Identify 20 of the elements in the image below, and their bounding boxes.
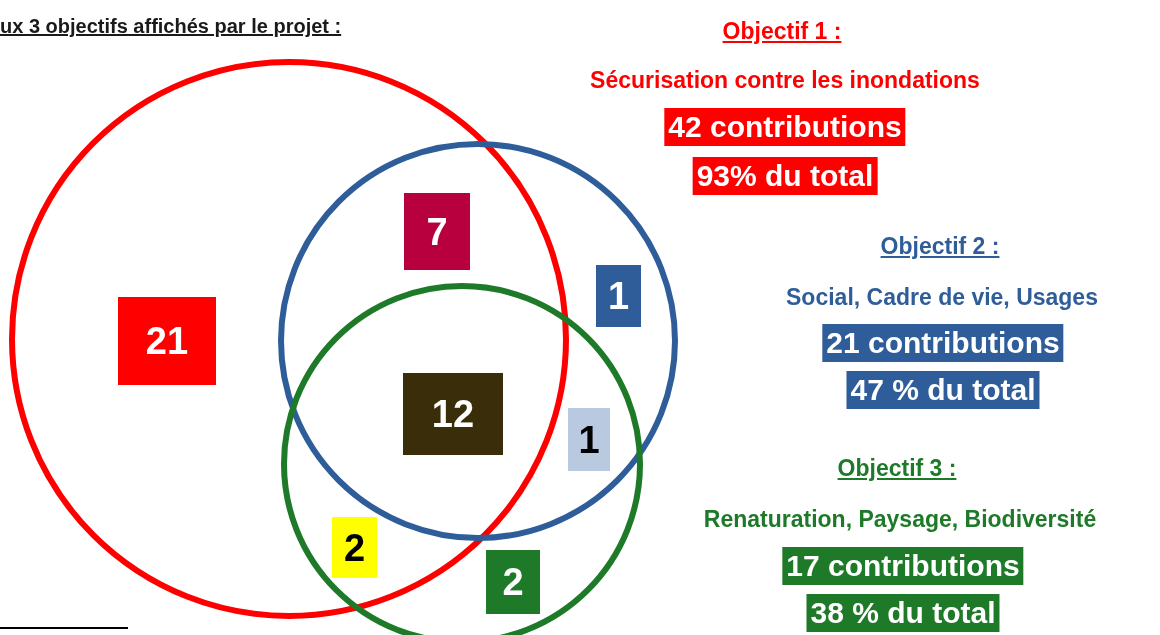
stat-highlight: 47 % du total — [846, 371, 1040, 409]
stat-highlight: 17 contributions — [782, 547, 1024, 585]
objective-description: Sécurisation contre les inondations — [590, 66, 980, 95]
count-box: 2 — [332, 517, 377, 578]
objective-heading: Objectif 3 : — [837, 454, 957, 483]
stat-highlight: 93% du total — [692, 157, 878, 195]
stat-highlight: 42 contributions — [664, 108, 906, 146]
objective-heading: Objectif 2 : — [880, 232, 1000, 261]
count-box: 21 — [118, 297, 216, 385]
objective-heading: Objectif 1 : — [722, 17, 842, 46]
count-box: 2 — [486, 550, 540, 614]
title: ux 3 objectifs affichés par le projet : — [0, 14, 342, 39]
stat-highlight: 38 % du total — [806, 594, 1000, 632]
count-box: 1 — [596, 265, 641, 327]
stat-highlight: 21 contributions — [822, 324, 1064, 362]
objective-description: Renaturation, Paysage, Biodiversité — [703, 505, 1097, 534]
count-box: 7 — [404, 193, 470, 270]
count-box: 1 — [568, 408, 610, 471]
objective-description: Social, Cadre de vie, Usages — [786, 283, 1098, 312]
count-box: 12 — [403, 373, 503, 455]
